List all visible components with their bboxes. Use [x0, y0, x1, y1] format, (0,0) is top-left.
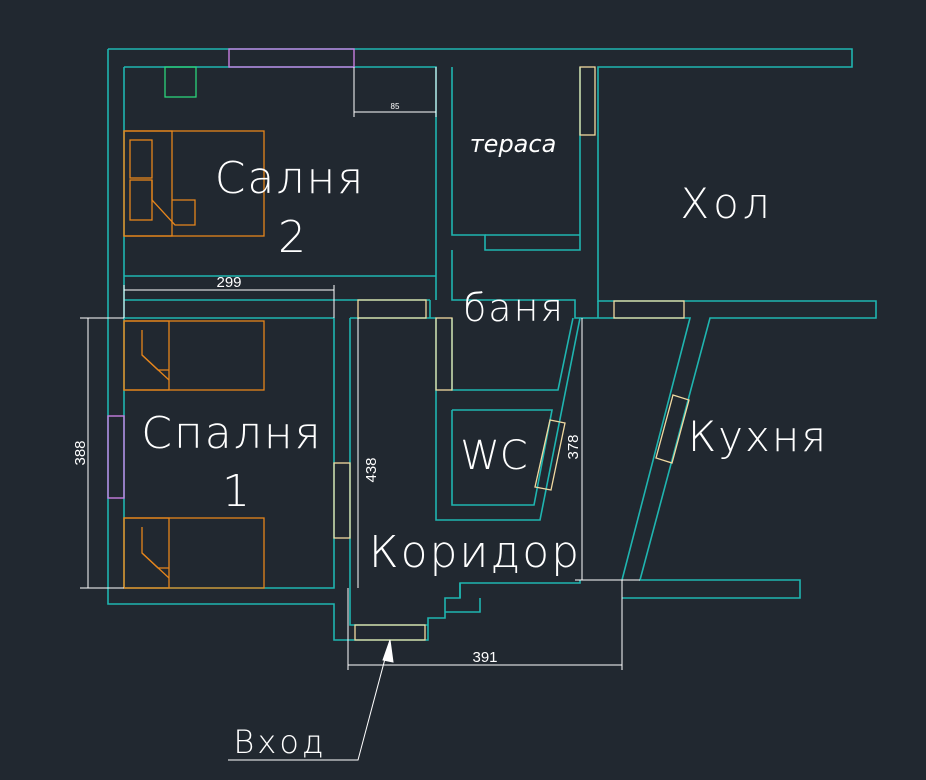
dim-bedroom1-width: 299 [216, 274, 241, 291]
fixtures [164, 66, 197, 98]
room-label-bedroom1: Спалня [141, 408, 322, 459]
room-label-kitchen: Кухня [688, 412, 828, 461]
door-bedroom1 [333, 462, 351, 539]
entrance-leader [228, 639, 391, 761]
door-bathroom [435, 317, 453, 391]
door-bedroom2 [357, 299, 427, 319]
door-terrace-hall [579, 66, 596, 136]
window-bedroom1 [107, 415, 125, 499]
door-hall [613, 300, 685, 319]
room-label-bathroom: баня [463, 286, 565, 330]
room-label-hall: Хол [680, 179, 773, 228]
furniture [123, 130, 265, 589]
entrance-arrow [382, 639, 394, 663]
room-label-bedroom1-number: 1 [222, 466, 250, 517]
door-wc [534, 419, 566, 491]
bed-bedroom2 [123, 130, 265, 237]
dim-corridor-length: 438 [363, 457, 380, 482]
dim-corridor-width: 391 [472, 649, 497, 666]
dimension-lines [80, 67, 640, 761]
chimney-fixture [164, 66, 197, 98]
dim-window-width: 85 [391, 102, 400, 111]
room-label-wc: WC [460, 433, 527, 479]
room-label-corridor: Коридор [369, 527, 581, 578]
bed-bedroom1-bottom [123, 517, 265, 589]
dim-bedroom1-height: 388 [72, 440, 89, 465]
room-label-terrace: тераса [470, 130, 557, 158]
bed-bedroom1-top [123, 320, 265, 391]
door-kitchen [655, 394, 690, 464]
room-label-bedroom2: Салня [215, 153, 366, 204]
entrance-label: Вход [233, 723, 326, 761]
room-label-bedroom2-number: 2 [278, 212, 306, 263]
window-bedroom2 [228, 48, 355, 68]
door-entrance [354, 624, 426, 641]
dim-bath-block-height: 378 [565, 434, 582, 459]
windows [107, 48, 355, 499]
